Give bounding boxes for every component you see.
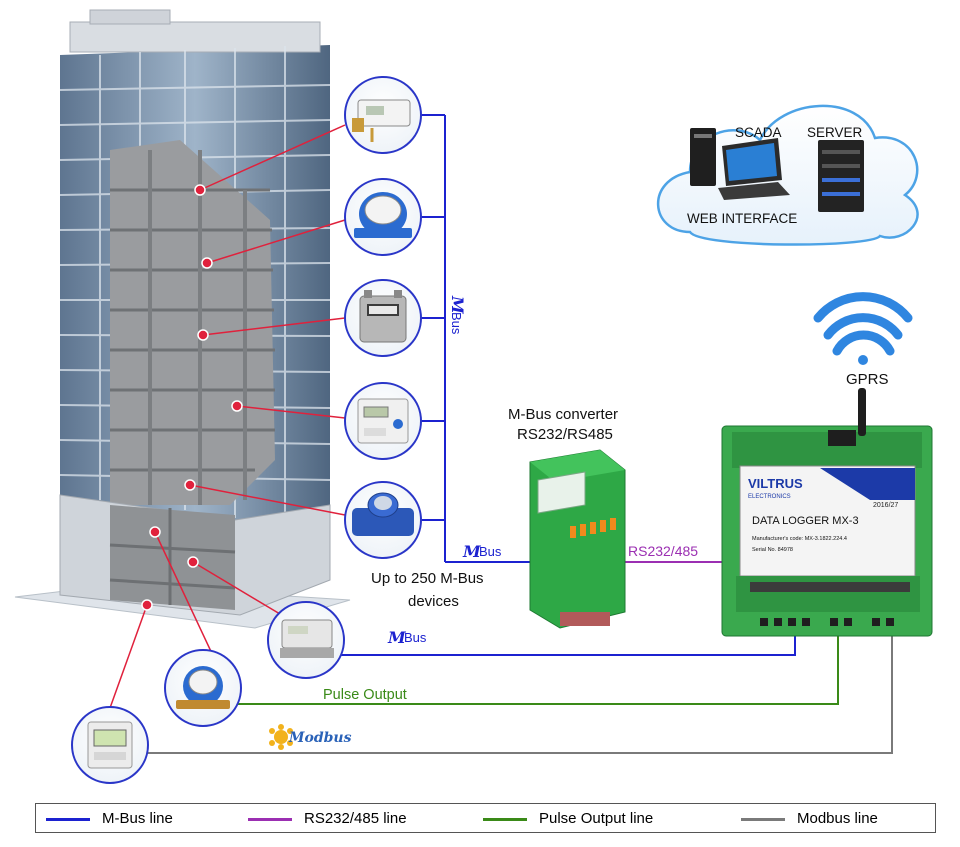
mbus-logo-vertical: M Bus — [448, 295, 467, 335]
building — [14, 9, 351, 629]
gas-meter-circle — [344, 279, 422, 357]
pulse-water-meter-circle — [164, 649, 242, 727]
legend: M-Bus line RS232/485 line Pulse Output l… — [35, 803, 936, 833]
pulse-output-label: Pulse Output — [323, 687, 407, 703]
logger-brand: VILTRUS — [748, 476, 803, 491]
legend-swatch-modbus — [741, 818, 785, 821]
gprs-signal-icon — [813, 292, 913, 365]
ultrasonic-meter-circle — [267, 601, 345, 679]
electricity-meter-circle — [344, 382, 422, 460]
cloud-web-interface-label: WEB INTERFACE — [687, 211, 797, 226]
scada-computer-icon — [690, 128, 790, 200]
cloud-scada-label: SCADA — [735, 125, 782, 140]
rs-link-label: RS232/485 — [628, 543, 698, 559]
svg-text:M: M — [387, 628, 407, 647]
large-water-meter-circle — [344, 481, 422, 559]
legend-swatch-pulse — [483, 818, 527, 821]
legend-label-mbus: M-Bus line — [102, 810, 173, 827]
up-to-250-line1: Up to 250 M-Bus — [371, 570, 484, 587]
pulse-output-line — [238, 628, 839, 705]
logger-brand-sub: ELECTRONICS — [748, 494, 791, 500]
data-logger-device — [721, 388, 933, 637]
mbus-converter-device — [529, 449, 626, 629]
gprs-label: GPRS — [846, 371, 889, 388]
converter-title-line2: RS232/RS485 — [517, 426, 613, 443]
mbus-converter-word: Bus — [479, 544, 502, 559]
server-icon — [818, 140, 864, 212]
modbus-line — [148, 628, 893, 754]
logger-code: Manufacturer's code: MX-3.1822.224.4 — [752, 536, 847, 542]
legend-swatch-mbus — [46, 818, 90, 821]
converter-title-line1: M-Bus converter — [508, 406, 618, 423]
modbus-meter-circle — [71, 706, 149, 784]
water-meter-circle — [344, 178, 422, 256]
cloud-server-label: SERVER — [807, 125, 863, 140]
modbus-logo-text: Modbus — [288, 730, 352, 746]
mbus-bottom-word: Bus — [404, 630, 427, 645]
modbus-logo: Modbus — [269, 724, 352, 750]
legend-label-rs: RS232/485 line — [304, 810, 407, 827]
legend-swatch-rs — [248, 818, 292, 821]
sensor-links — [109, 124, 346, 709]
logger-serial: Serial No. 84978 — [752, 547, 793, 553]
heat-meter-circle — [344, 76, 422, 154]
mbus-logo-converter: M Bus — [462, 542, 502, 561]
svg-text:M: M — [448, 295, 467, 315]
legend-label-pulse: Pulse Output line — [539, 810, 654, 827]
sensor-points — [141, 184, 243, 611]
mbus-bus-lines — [340, 114, 796, 656]
logger-year: 2016/27 — [873, 502, 898, 509]
mbus-vertical-word: Bus — [449, 312, 464, 335]
up-to-250-line2: devices — [408, 593, 459, 610]
mbus-logo-bottom: M Bus — [387, 628, 427, 647]
logger-name: DATA LOGGER MX-3 — [752, 515, 859, 527]
svg-text:M: M — [462, 542, 482, 561]
legend-label-modbus: Modbus line — [797, 810, 878, 827]
